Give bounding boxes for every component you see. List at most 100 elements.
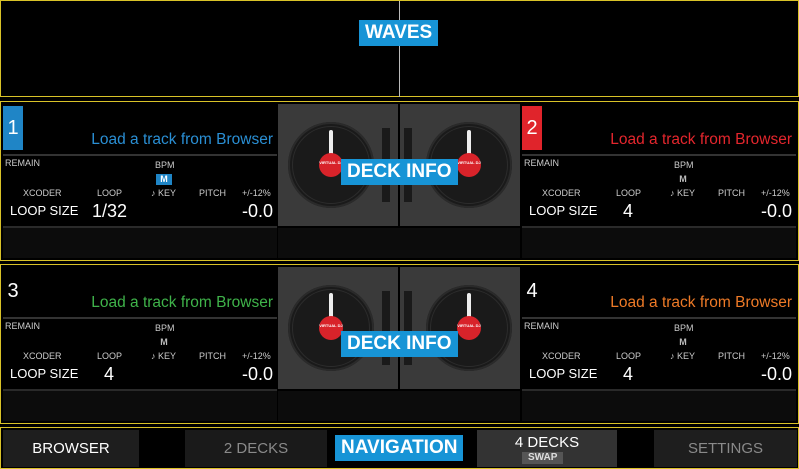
platter-hub [457,316,481,340]
track-title[interactable]: Load a track from Browser [91,294,273,311]
deck-info-region-label-bottom: DECK INFO [341,331,458,357]
pitch-slider-deck-3[interactable] [382,291,390,365]
loop-size-label: LOOP SIZE [529,203,598,218]
master-tempo-badge[interactable]: M [156,174,172,185]
platter-logo: VIRTUAL DJ [319,323,343,328]
platter-hub [319,316,343,340]
deck-1-info-panel[interactable]: 1 Load a track from Browser REMAIN BPM M… [3,104,277,258]
loop-value: 1/32 [92,201,128,221]
deck-number: 2 [522,106,542,150]
master-tempo-badge[interactable]: M [679,174,687,184]
deck-3-sub-strip [3,391,277,421]
loop-label: LOOP [616,188,642,198]
pitch-label: PITCH [199,188,226,198]
key-label: ♪ KEY [670,188,696,198]
nav-spacer [617,430,654,467]
remain-label: REMAIN [5,321,41,331]
deck-4-sub-strip [522,391,796,421]
deck-4-info-panel[interactable]: 4 Load a track from Browser REMAIN BPM M… [522,267,796,421]
pitch-value: -0.0 [760,201,792,221]
navigation-bar: BROWSER 2 DECKS 4 DECKS SWAP SETTINGS [0,427,799,469]
jogwheel-deck-1[interactable]: VIRTUAL DJ [288,122,374,208]
pitch-value: -0.0 [241,201,273,221]
platter-logo: VIRTUAL DJ [457,323,481,328]
pitch-label: PITCH [718,188,745,198]
waveform-center-line [399,1,400,97]
loop-label: LOOP [97,351,123,361]
pitch-range-label: +/-12% [242,351,271,361]
swap-badge[interactable]: SWAP [522,452,564,464]
four-decks-label: 4 DECKS [514,434,580,451]
waves-region-label: WAVES [359,20,439,46]
deck-3-info: 3 Load a track from Browser REMAIN BPM M… [3,267,277,391]
master-tempo-badge[interactable]: M [679,337,687,347]
bpm-label: BPM [155,323,175,333]
platter-marker [467,293,471,323]
loop-size-label: LOOP SIZE [529,366,598,381]
xcoder-label: XCODER [542,188,581,198]
track-title[interactable]: Load a track from Browser [610,131,792,148]
key-label: ♪ KEY [670,351,696,361]
pitch-value: -0.0 [241,364,273,384]
divider [3,154,277,156]
bpm-label: BPM [674,160,694,170]
waves-panel [0,0,799,97]
deck-number: 4 [526,280,538,302]
remain-label: REMAIN [524,321,560,331]
bpm-label: BPM [674,323,694,333]
divider [522,154,796,156]
pitch-range-label: +/-12% [242,188,271,198]
track-title[interactable]: Load a track from Browser [91,131,273,148]
deck-1-sub-strip [3,228,277,258]
divider [522,317,796,319]
key-label: ♪ KEY [151,351,177,361]
two-decks-button[interactable]: 2 DECKS [185,430,327,467]
pitch-value: -0.0 [760,364,792,384]
deck-1-info: 1 Load a track from Browser REMAIN BPM M… [3,104,277,228]
track-title[interactable]: Load a track from Browser [610,294,792,311]
remain-label: REMAIN [5,158,41,168]
remain-label: REMAIN [524,158,560,168]
loop-label: LOOP [616,351,642,361]
browser-button[interactable]: BROWSER [3,430,139,467]
deck-info-region-label-top: DECK INFO [341,159,458,185]
platter-hub [457,153,481,177]
bpm-label: BPM [155,160,175,170]
platter-marker [329,130,333,160]
xcoder-label: XCODER [23,188,62,198]
platter-logo: VIRTUAL DJ [319,160,343,165]
deck-2-sub-strip [522,228,796,258]
deck-number: 3 [7,280,19,302]
loop-value: 4 [623,364,634,384]
platter-marker [329,293,333,323]
deck-number: 1 [3,106,23,150]
deck-2-info: 2 Load a track from Browser REMAIN BPM M… [522,104,796,228]
master-tempo-badge[interactable]: M [160,337,168,347]
platter-logo: VIRTUAL DJ [457,160,481,165]
loop-label: LOOP [97,188,123,198]
deck-3-info-panel[interactable]: 3 Load a track from Browser REMAIN BPM M… [3,267,277,421]
pitch-range-label: +/-12% [761,351,790,361]
loop-size-label: LOOP SIZE [10,366,79,381]
nav-spacer [139,430,185,467]
deck-row-top: 1 Load a track from Browser REMAIN BPM M… [0,101,799,261]
deck-2-info-panel[interactable]: 2 Load a track from Browser REMAIN BPM M… [522,104,796,258]
navigation-region-label: NAVIGATION [335,435,464,461]
deck-3-4-platters: VIRTUAL DJ VIRTUAL DJ [278,267,520,421]
jogwheel-deck-4[interactable]: VIRTUAL DJ [426,285,512,371]
key-label: ♪ KEY [151,188,177,198]
loop-value: 4 [104,364,115,384]
platter-hub [319,153,343,177]
settings-button[interactable]: SETTINGS [654,430,797,467]
xcoder-label: XCODER [23,351,62,361]
deck-row-bottom: 3 Load a track from Browser REMAIN BPM M… [0,264,799,424]
jogwheel-deck-3[interactable]: VIRTUAL DJ [288,285,374,371]
pitch-label: PITCH [199,351,226,361]
platter-marker [467,130,471,160]
pitch-range-label: +/-12% [761,188,790,198]
pitch-slider-deck-4[interactable] [404,291,412,365]
pitch-label: PITCH [718,351,745,361]
xcoder-label: XCODER [542,351,581,361]
deck-4-info: 4 Load a track from Browser REMAIN BPM M… [522,267,796,391]
loop-value: 4 [623,201,634,221]
